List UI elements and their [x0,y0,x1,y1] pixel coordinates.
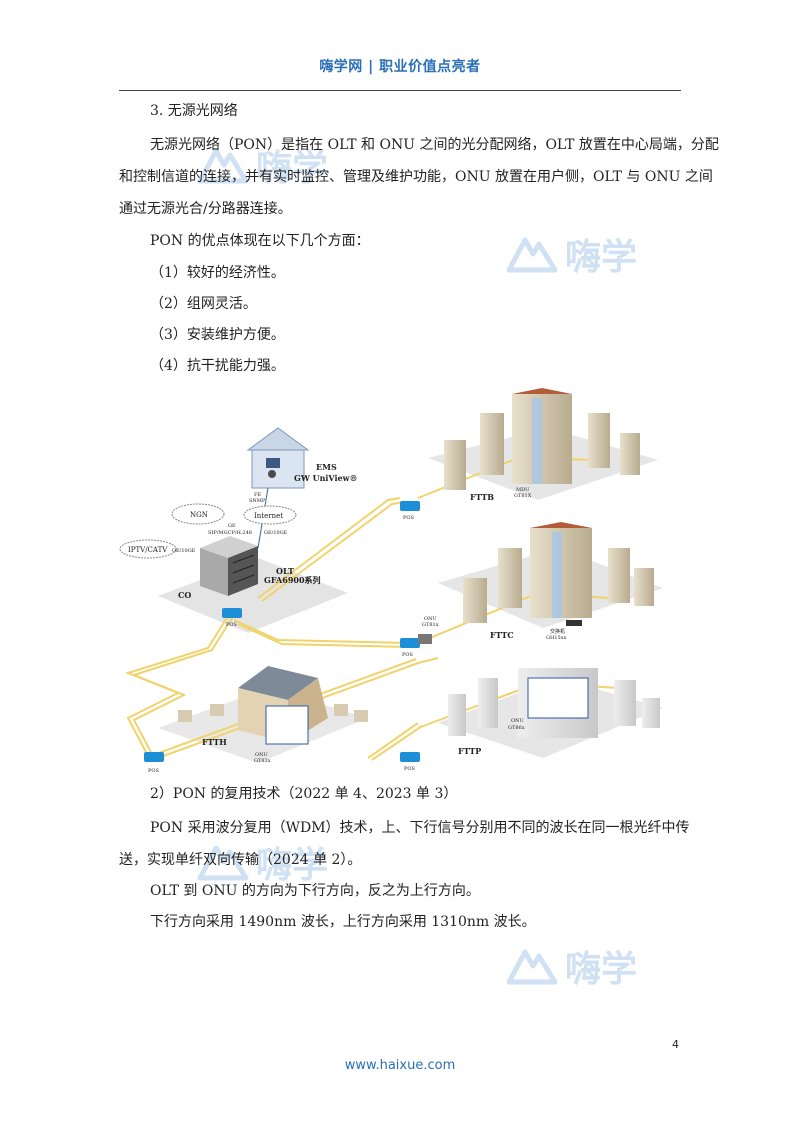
iptv-cloud [119,539,177,559]
paragraph-line: OLT 到 ONU 的方向为下行方向，反之为上行方向。 [150,883,480,899]
snmp-label: SNMP [249,498,266,504]
olt-cabinet [200,536,258,596]
pon-network-diagram: EMS GW UniView® FE SNMP NGN Internet IPT… [119,388,663,774]
ftth-house [178,666,368,745]
list-item: （3）安装维护方便。 [150,327,285,343]
paragraph-line: 下行方向采用 1490nm 波长，上行方向采用 1310nm 波长。 [150,914,536,930]
switch-model-label: GH15xx [546,635,567,641]
list-item: （1）较好的经济性。 [150,265,285,281]
page-number: 4 [672,1038,679,1051]
olt-model-label: GFA6900系列 [264,575,321,585]
onu-fttc-label: ONU [424,616,437,622]
section-heading: 3. 无源光网络 [150,103,238,119]
operator-icon [268,470,276,478]
ems-label: EMS [316,462,337,472]
fttp-label: FTTP [458,746,481,756]
watermark: 嗨学 [505,940,637,992]
co-platform [158,558,348,633]
iptv-label: IPTV/CATV [128,546,168,554]
onu-fttp-label: ONU [511,718,524,724]
ngn-cloud [171,503,225,525]
list-item: （4）抗干扰能力强。 [150,358,285,374]
watermark-text: 嗨学 [565,949,638,990]
header-title: 嗨学网 | 职业价值点亮者 [319,59,481,75]
watermark-text: 嗨学 [256,845,329,886]
ems-house [246,427,310,489]
paragraph-line: 无源光网络（PON）是指在 OLT 和 ONU 之间的光分配网络，OLT 放置在… [150,137,719,153]
onu-ftth-model-label: GT83x [254,758,271,764]
watermark: 嗨学 [196,139,328,191]
internet-cloud [243,505,297,525]
list-item: （2）组网灵活。 [150,296,257,312]
pos-label: POS [404,766,415,772]
pos-label: POS [148,768,159,774]
olt-label: OLT [276,566,294,576]
haixue-logo-icon [506,949,558,985]
watermark: 嗨学 [196,836,328,888]
onu-ftth-label: ONU [255,752,268,758]
fttc-label: FTTC [490,630,514,640]
fttb-buildings [444,388,640,490]
header-divider [119,90,681,91]
ge-label: GE [228,523,236,529]
mdu-model-label: GT81X [514,493,532,499]
fttc-buildings [418,522,654,644]
fe-label: FE [254,492,261,498]
paragraph-line: 和控制信道的连接，并有实时监控、管理及维护功能，ONU 放置在用户侧，OLT 与… [119,169,713,185]
ems-sub-label: GW UniView® [294,473,358,483]
paragraph-line: PON 采用波分复用（WDM）技术，上、下行信号分别用不同的波长在同一根光纤中传 [150,820,690,836]
ge10ge-left-label: GE/10GE [172,548,196,554]
sub-heading: 2）PON 的复用技术（2022 单 4、2023 单 3） [150,786,458,802]
switch-label: 交换机 [550,628,565,635]
ngn-label: NGN [190,511,208,519]
ftth-label: FTTH [202,737,227,747]
onu-fttc-model-label: GT81x [422,622,439,628]
mdu-label: MDU [516,487,529,493]
pos-label: POS [403,515,414,521]
ge10ge-label: GE/10GE [264,530,288,536]
advantages-intro: PON 的优点体现在以下几个方面： [150,233,370,249]
footer-url[interactable]: www.haixue.com [344,1058,456,1073]
co-label: CO [178,590,191,600]
sip-label: SIP/MGCP/H.248 [208,530,252,536]
pos-splitter [144,501,420,762]
haixue-logo-icon [506,237,558,273]
paragraph-line: 送，实现单纤双向传输（2024 单 2）。 [119,852,362,868]
onu-fttp-model-label: GT86x [508,725,525,731]
watermark-text: 嗨学 [565,237,638,278]
watermark-text: 嗨学 [256,148,329,189]
fttp-buildings [448,668,660,738]
haixue-logo-icon [197,845,249,881]
fttb-label: FTTB [470,492,494,502]
pos-label: POS [402,652,413,658]
monitor-icon [266,458,280,468]
internet-label: Internet [254,512,283,520]
paragraph-line: 通过无源光合/分路器连接。 [119,201,292,217]
haixue-logo-icon [197,148,249,184]
watermark: 嗨学 [505,228,637,280]
pos-label: POS [226,622,237,628]
